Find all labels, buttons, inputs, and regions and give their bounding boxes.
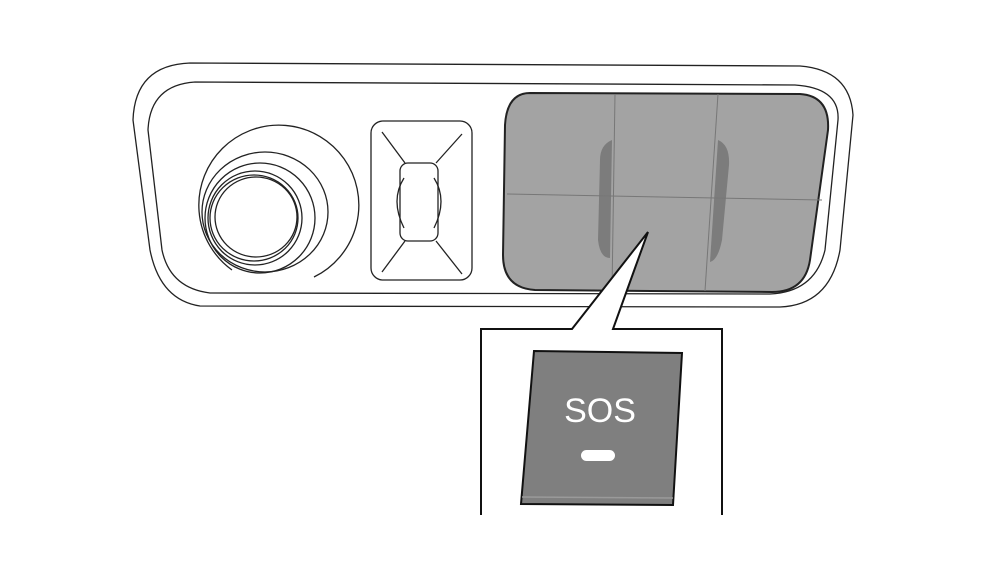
console-inner-outline [147,81,839,295]
sos-button[interactable] [519,349,684,507]
sos-indicator-light [581,450,615,461]
rocker-switch [370,120,473,281]
sos-button-label: SOS [564,392,636,430]
rotary-knob [198,124,360,278]
sos-panel[interactable] [501,91,830,294]
console-outer-outline [132,62,854,308]
